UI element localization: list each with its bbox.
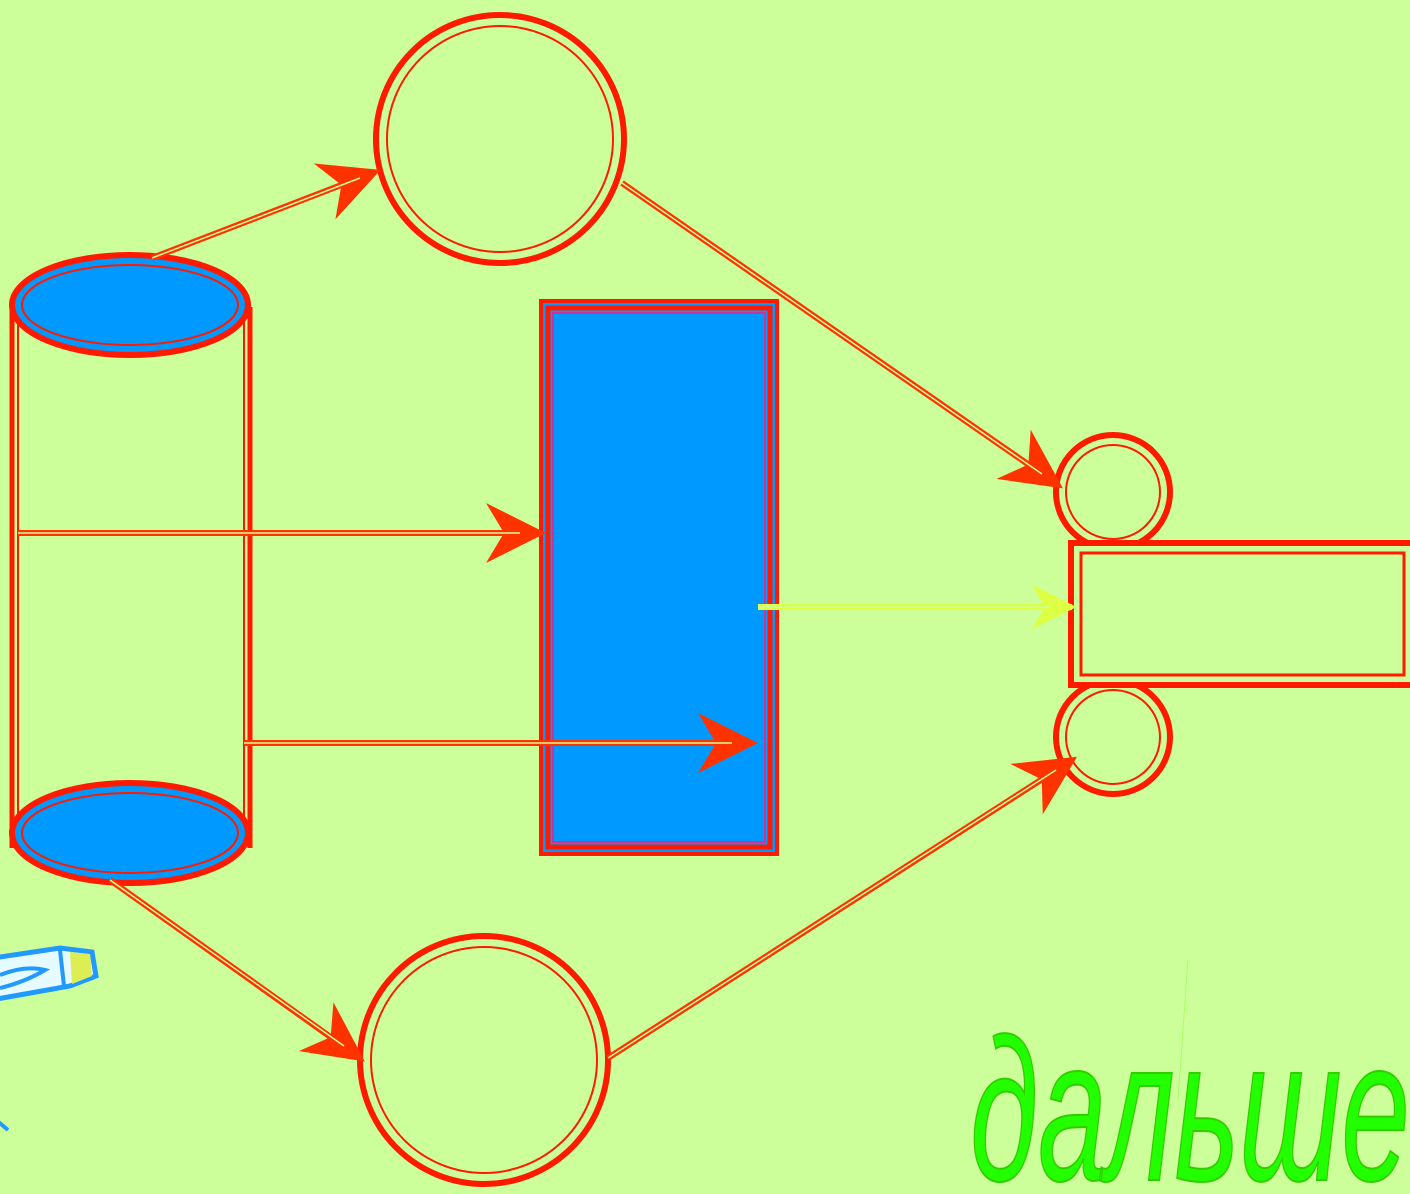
arrow-cylinder-to-top-circle <box>150 163 381 261</box>
arrow-top-circle-to-small-circle <box>620 180 1063 489</box>
small-circle-bottom <box>1053 677 1173 797</box>
faint-line <box>1177 959 1189 1101</box>
bottom-circle <box>357 933 611 1187</box>
cylinder-shape <box>9 252 253 886</box>
pencil-icon[interactable] <box>0 945 99 1132</box>
next-link[interactable]: дальше <box>969 995 1410 1194</box>
arrow-cylinder-to-bottom-circle <box>108 877 365 1062</box>
top-circle <box>373 12 627 266</box>
small-circle-top <box>1053 432 1173 552</box>
cylinder-top <box>9 252 251 358</box>
cylinder-bottom <box>9 780 251 886</box>
right-rectangle <box>1068 540 1410 688</box>
blue-rectangle <box>539 299 779 856</box>
arrow-bottom-circle-to-small-circle <box>606 756 1078 1061</box>
